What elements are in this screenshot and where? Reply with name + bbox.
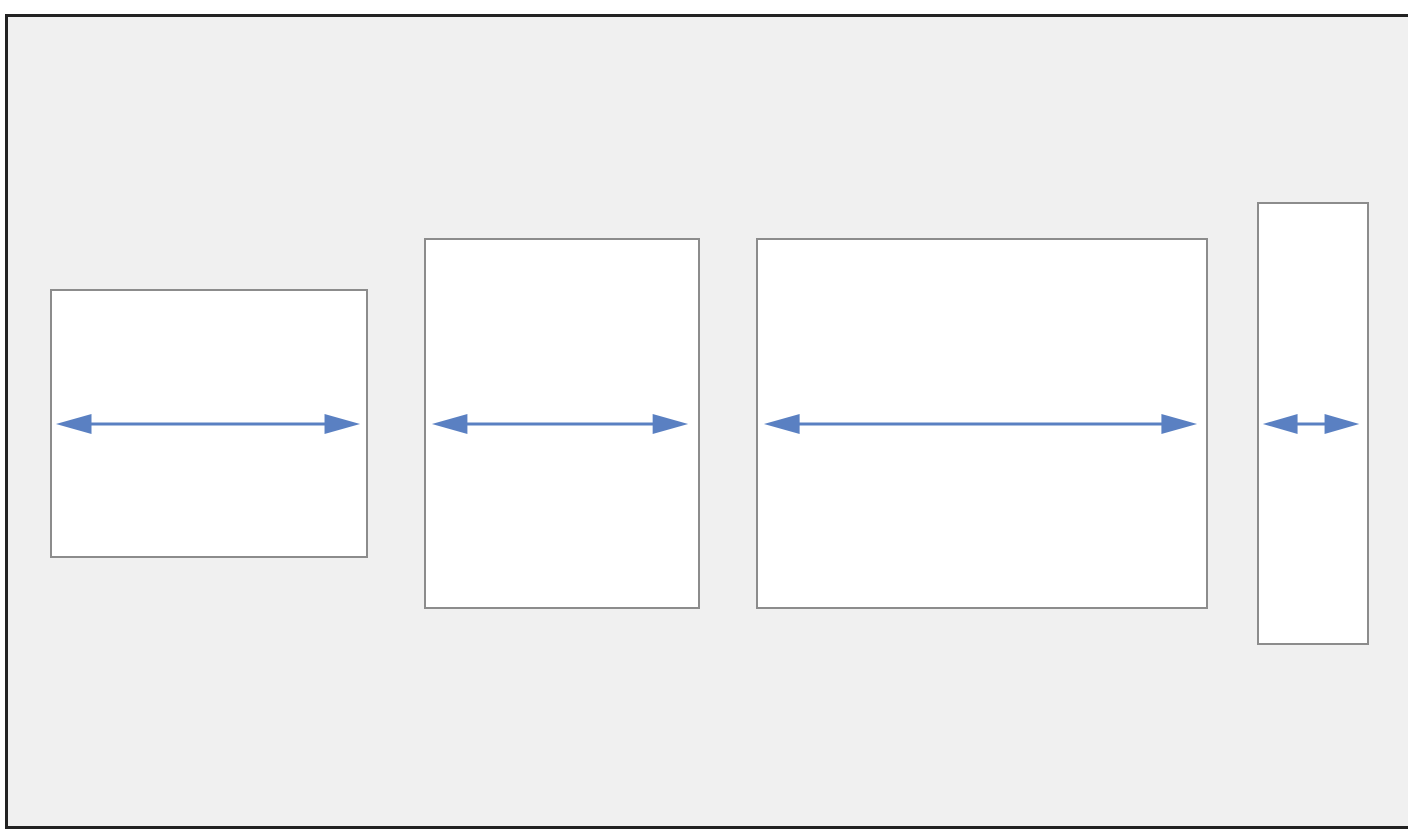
flex-item-4 bbox=[1257, 202, 1369, 645]
flex-item-1 bbox=[50, 289, 368, 558]
flex-container bbox=[5, 14, 1408, 829]
double-arrow-icon bbox=[763, 413, 1198, 434]
double-arrow-icon bbox=[1262, 413, 1360, 434]
flex-item-3 bbox=[756, 238, 1208, 609]
double-arrow-icon bbox=[55, 413, 361, 434]
flex-item-2 bbox=[424, 238, 700, 609]
double-arrow-icon bbox=[431, 413, 689, 434]
